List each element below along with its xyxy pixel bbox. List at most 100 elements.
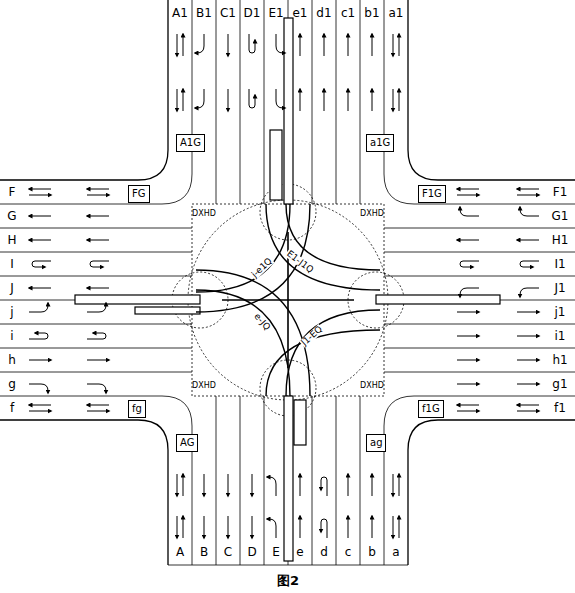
lane-arrow — [29, 303, 48, 312]
lane-letter: C — [224, 546, 232, 558]
lane-letter: J1 — [554, 282, 565, 294]
lane-arrow — [372, 516, 373, 538]
lane-letter: C1 — [220, 7, 236, 19]
lane-arrow — [517, 189, 539, 190]
lane-arrow — [183, 89, 184, 111]
lane-arrow — [87, 195, 109, 196]
lane-letter: h1 — [552, 354, 567, 366]
lane-arrow — [267, 519, 276, 538]
lane-arrow — [29, 333, 48, 339]
lane-arrow — [29, 195, 51, 196]
lane-arrow — [348, 34, 349, 56]
lane-arrow — [457, 336, 479, 337]
lane-arrow — [228, 34, 229, 56]
lane-letter: A1 — [172, 7, 188, 19]
lane-arrow — [29, 405, 51, 406]
turn-band-label: E1-J1Q — [284, 249, 315, 276]
lane-letter: D1 — [244, 7, 261, 19]
lane-arrow — [204, 516, 205, 538]
lane-arrow — [90, 261, 109, 267]
lane-arrow — [276, 34, 285, 53]
lane-arrows — [29, 34, 539, 538]
lane-arrow — [228, 516, 229, 538]
lane-arrow — [457, 312, 479, 313]
road-outline — [0, 0, 575, 565]
lane-arrow — [520, 207, 539, 216]
lane-arrow — [29, 360, 51, 361]
lane-letter: G1 — [552, 210, 569, 222]
lane-letter: a — [392, 546, 399, 558]
lane-arrow — [87, 411, 109, 412]
lane-arrow — [517, 312, 539, 313]
lane-arrow — [204, 474, 205, 496]
lane-arrow — [348, 474, 349, 496]
lane-arrow — [457, 189, 479, 190]
lane-letter: E1 — [268, 7, 283, 19]
zone-label: DXHD — [192, 382, 216, 390]
lane-letter: D — [247, 546, 256, 558]
lane-letter: b — [368, 546, 376, 558]
lane-arrow — [457, 360, 479, 361]
lane-arrow — [29, 411, 51, 412]
zone-label: DXHD — [192, 210, 216, 218]
lane-arrow — [399, 34, 400, 56]
signal-label: fg — [132, 403, 142, 414]
lane-letter: j — [10, 306, 13, 318]
signal-label: A1G — [180, 137, 201, 148]
lane-arrow — [177, 474, 178, 496]
signal-label: AG — [180, 437, 194, 448]
lane-arrow — [372, 34, 373, 56]
lane-arrow — [87, 240, 109, 241]
lane-letter: H1 — [552, 234, 569, 246]
lane-arrow — [517, 411, 539, 412]
dashed-zones — [172, 184, 404, 416]
lane-letter: A — [176, 546, 184, 558]
zone-label: DXHD — [360, 210, 384, 218]
lane-arrow — [393, 474, 394, 496]
lane-arrow — [457, 405, 479, 406]
lane-arrow — [399, 474, 400, 496]
lane-arrow — [87, 303, 106, 312]
lane-letter: I — [10, 258, 14, 270]
lane-arrow — [228, 474, 229, 496]
lane-arrow — [87, 360, 109, 361]
lane-arrow — [460, 288, 479, 297]
lane-letter: d — [320, 546, 328, 558]
signal-box: a1G — [366, 134, 394, 152]
lane-letter: i1 — [555, 330, 566, 342]
zone-label: DXHD — [360, 382, 384, 390]
lane-arrow — [29, 216, 51, 217]
lane-arrow — [393, 516, 394, 538]
turn-bands — [196, 204, 380, 396]
lane-arrow — [517, 405, 539, 406]
lane-arrow — [249, 89, 255, 108]
lane-letter: B1 — [196, 7, 212, 19]
lane-arrow — [460, 261, 479, 267]
lane-arrow — [399, 516, 400, 538]
lane-arrow — [393, 89, 394, 111]
lane-arrow — [517, 336, 539, 337]
lane-arrow — [321, 519, 327, 538]
lane-arrow — [267, 477, 276, 496]
lane-arrow — [29, 189, 51, 190]
lane-letter: b1 — [364, 7, 379, 19]
lane-letter: j1 — [555, 306, 566, 318]
lane-arrow — [87, 288, 109, 289]
lane-arrow — [324, 34, 325, 56]
lane-arrow — [300, 516, 301, 538]
lane-arrow — [29, 384, 48, 393]
lane-arrow — [460, 207, 479, 216]
lane-arrow — [372, 474, 373, 496]
lane-letter: g1 — [552, 378, 567, 390]
lane-letter: e1 — [292, 7, 307, 19]
lane-arrow — [183, 474, 184, 496]
lane-arrow — [517, 360, 539, 361]
lane-arrow — [300, 474, 301, 496]
lane-arrow — [87, 216, 109, 217]
lane-letter: B — [200, 546, 208, 558]
lane-letter: c — [345, 546, 352, 558]
lane-arrow — [517, 240, 539, 241]
lane-arrow — [348, 89, 349, 111]
lane-arrow — [177, 516, 178, 538]
